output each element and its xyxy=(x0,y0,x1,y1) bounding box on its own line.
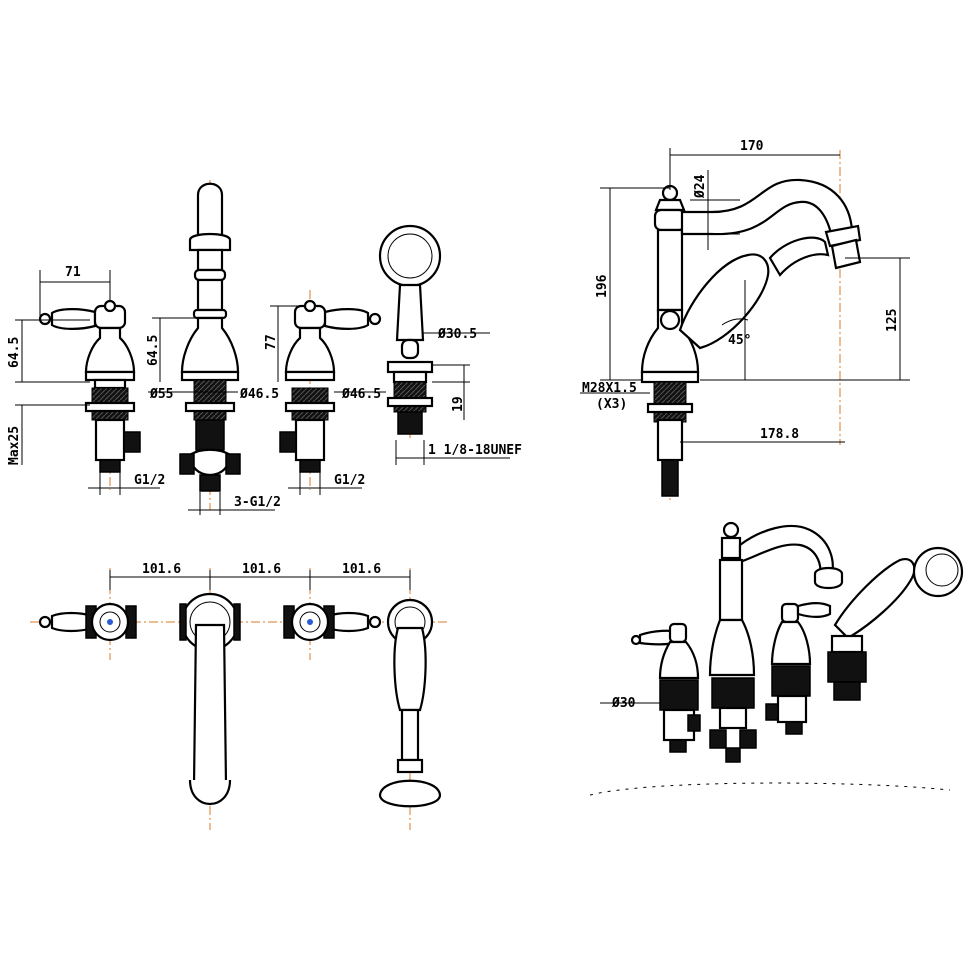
dim-outlet-height: 125 xyxy=(885,309,900,332)
dim-handle-reach: 71 xyxy=(65,265,81,280)
spout-front xyxy=(179,180,241,510)
front-elevation: 71 64.5 Max25 64.5 Ø55 Ø46.5 77 Ø46.5 Ø3… xyxy=(7,180,522,515)
dim-dia-30: Ø30 xyxy=(611,696,636,711)
dim-dia-30-5: Ø30.5 xyxy=(437,327,477,342)
dim-angle: 45° xyxy=(728,333,751,348)
dim-spacing-1: 101.6 xyxy=(142,562,181,577)
dim-spout-height: 64.5 xyxy=(146,335,161,366)
dim-left-height: 64.5 xyxy=(7,337,22,368)
iso-dimensions: Ø30 xyxy=(600,696,660,711)
dim-thread-m28: M28X1.5 xyxy=(582,381,637,396)
right-valve-front xyxy=(279,290,382,490)
dim-reach-178: 178.8 xyxy=(760,427,799,442)
dim-total-height: 196 xyxy=(595,274,610,298)
side-elevation: 170 Ø24 196 125 45° M28X1.5 (X3) 178.8 xyxy=(580,139,910,500)
dim-height-77: 77 xyxy=(264,334,279,350)
dim-g-center: 3-G1/2 xyxy=(234,495,281,510)
dim-max-deck: Max25 xyxy=(7,426,22,465)
dim-g-right: G1/2 xyxy=(334,473,365,488)
plan-dimensions: 101.6 101.6 101.6 xyxy=(109,562,411,590)
front-dimensions: 71 64.5 Max25 64.5 Ø55 Ø46.5 77 Ø46.5 Ø3… xyxy=(7,265,522,515)
dim-spout-reach: 170 xyxy=(740,139,764,154)
dim-dia-46-5-a: Ø46.5 xyxy=(239,387,279,402)
dim-spacing-3: 101.6 xyxy=(342,562,381,577)
dim-g-left: G1/2 xyxy=(134,473,165,488)
dim-qty: (X3) xyxy=(596,397,627,412)
dim-dia-55: Ø55 xyxy=(149,387,173,402)
dim-spacing-2: 101.6 xyxy=(242,562,281,577)
dim-thread-hand: 1 1/8-18UNEF xyxy=(428,443,522,458)
dim-dia-24: Ø24 xyxy=(693,174,708,199)
side-dimensions: 170 Ø24 196 125 45° M28X1.5 (X3) 178.8 xyxy=(580,139,910,443)
dim-19: 19 xyxy=(451,396,466,412)
plan-view: 101.6 101.6 101.6 xyxy=(30,562,450,830)
isometric-view: Ø30 xyxy=(589,521,964,796)
handshower-front xyxy=(378,224,442,440)
dim-dia-46-5-b: Ø46.5 xyxy=(341,387,381,402)
left-valve-front xyxy=(38,290,141,490)
